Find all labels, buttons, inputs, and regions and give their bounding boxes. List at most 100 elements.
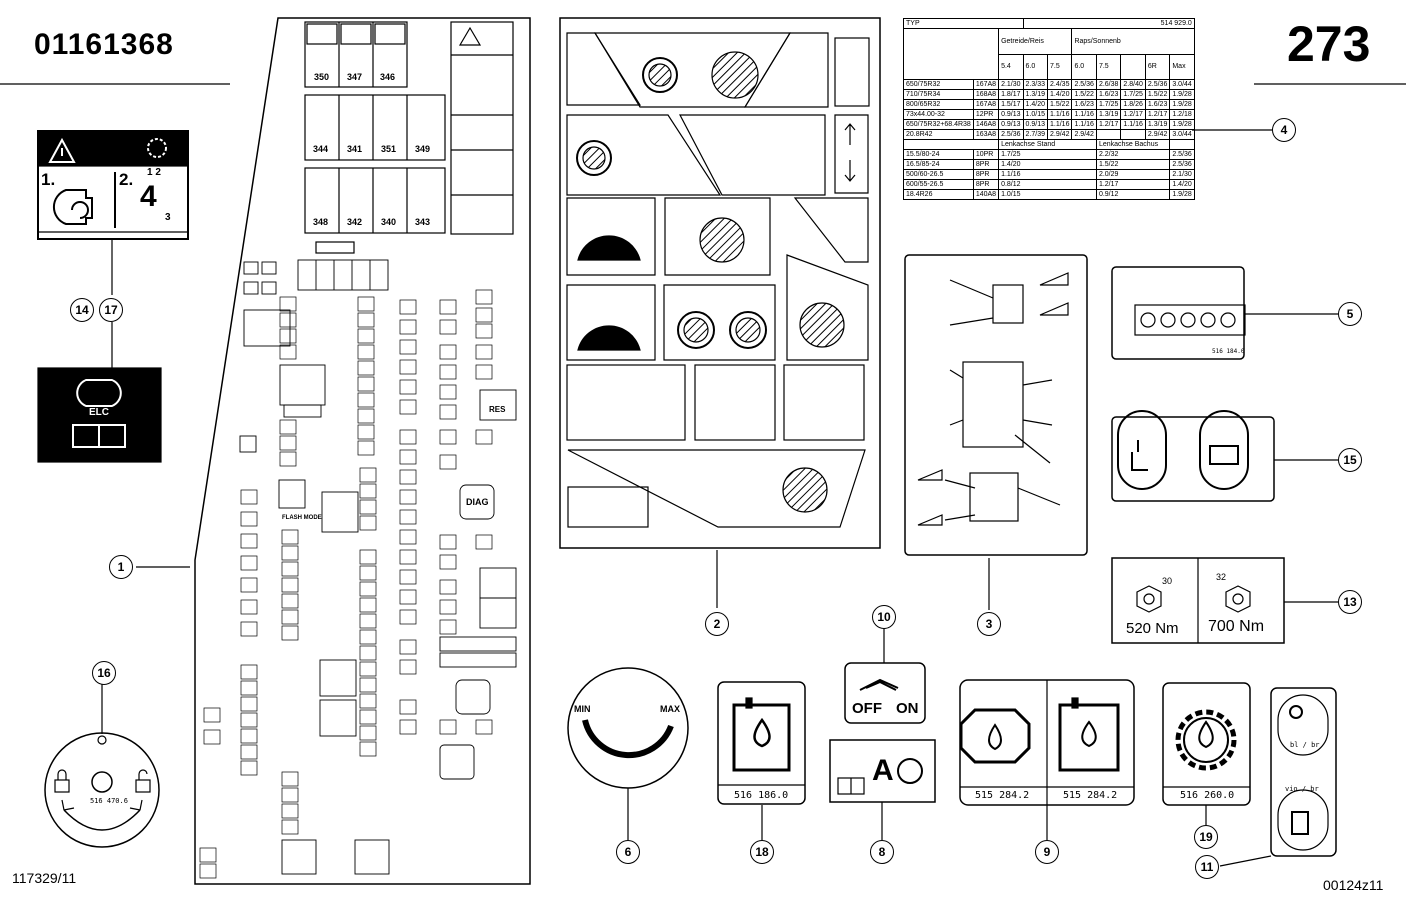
footer-right-code: 00124z11 <box>1323 877 1384 893</box>
auto-a-glyph: A <box>872 754 894 787</box>
cell: 1.7/25 <box>1095 99 1122 110</box>
tyre-subcol: 7.5 <box>1095 53 1122 80</box>
cell: 2.5/36 <box>1169 159 1195 170</box>
tyre-subcol: 5.4 <box>998 53 1024 80</box>
cell: 1.9/28 <box>1169 99 1195 110</box>
cell: 2.5/36 <box>1071 79 1097 90</box>
callout-14: 14 <box>70 298 94 322</box>
callout-16: 16 <box>92 661 116 685</box>
res-label: RES <box>489 405 506 414</box>
cell <box>1095 129 1122 140</box>
relay-346: 346 <box>380 72 396 82</box>
cell: 1.5/22 <box>1144 89 1171 100</box>
cell: 1.1/16 <box>1046 119 1073 130</box>
callout-2: 2 <box>705 612 729 636</box>
tyre-subcol <box>1120 53 1146 80</box>
cell: 2.3/33 <box>1022 79 1049 90</box>
cell: 1.5/22 <box>1046 99 1073 110</box>
cell: 1.0/15 <box>998 189 1097 200</box>
callout-19: 19 <box>1194 825 1218 849</box>
tyre-icon-cell <box>902 28 1000 80</box>
cell: 2.2/32 <box>1095 149 1171 160</box>
cell: 18.4R26 <box>903 189 974 200</box>
tyre-group-2: Raps/Sonnenb <box>1071 28 1195 55</box>
cell: 20.8R42 <box>903 129 974 140</box>
cell: 1.0/15 <box>1022 109 1049 120</box>
cell: 1.4/20 <box>1022 99 1049 110</box>
decal-9b-code: 515 284.2 <box>1063 790 1118 801</box>
relay-350: 350 <box>314 72 330 82</box>
angle-1: 30 <box>1162 576 1173 586</box>
flash-mode-label: FLASH MODE <box>282 515 322 521</box>
cell: 1.1/16 <box>998 169 1097 180</box>
cell: 1.7/25 <box>1120 89 1146 100</box>
tyre-subcol: 6R <box>1144 53 1171 80</box>
callout-11: 11 <box>1195 855 1219 879</box>
cell: 1.9/28 <box>1169 89 1195 100</box>
cell: 1.3/19 <box>1144 119 1171 130</box>
callout-3: 3 <box>977 612 1001 636</box>
cell: 2.5/36 <box>1144 79 1171 90</box>
cell: 1.6/23 <box>1071 99 1097 110</box>
cell <box>1120 129 1146 140</box>
cell: 3.0/44 <box>1169 79 1195 90</box>
callout-18: 18 <box>750 840 774 864</box>
relay-342: 342 <box>347 217 363 227</box>
callout-15: 15 <box>1338 448 1362 472</box>
cell: 0.9/13 <box>998 119 1024 130</box>
cell: 1.4/20 <box>1169 179 1195 190</box>
cell: 2.5/36 <box>998 129 1024 140</box>
tyre-pressure-table: TYP 514 929.0 Getreide/Reis Raps/Sonnenb… <box>902 18 1195 200</box>
tyre-table-code: 514 929.0 <box>1022 18 1195 29</box>
torque-520: 520 Nm <box>1126 620 1179 637</box>
cell: 167A8 <box>972 99 1000 110</box>
relay-341: 341 <box>347 144 363 154</box>
elc-label: ELC <box>89 407 109 418</box>
cell: 1.5/17 <box>998 99 1024 110</box>
switch-off: OFF <box>852 700 882 717</box>
cell: 16.5/85-24 <box>903 159 974 170</box>
cell: 1.6/23 <box>1095 89 1122 100</box>
rear-header-1: Lenkachse Stand <box>998 139 1097 150</box>
cell: 1.2/17 <box>1144 109 1171 120</box>
dial-max: MAX <box>660 704 680 714</box>
cell: 12PR <box>972 109 1000 120</box>
angle-2: 32 <box>1216 572 1227 582</box>
cell: 15.5/80-24 <box>903 149 974 160</box>
part-number: 01161368 <box>34 28 174 61</box>
cell: 1.2/17 <box>1095 179 1171 190</box>
tyre-group-1: Getreide/Reis <box>998 28 1073 55</box>
relay-340: 340 <box>381 217 397 227</box>
diag-label: DIAG <box>466 497 489 507</box>
relay-347: 347 <box>347 72 363 82</box>
cell: 168A8 <box>972 89 1000 100</box>
cell: 1.1/16 <box>1071 109 1097 120</box>
page-number: 273 <box>1287 16 1371 72</box>
cell: 1.4/20 <box>998 159 1097 170</box>
tyre-subcol: Max <box>1169 53 1195 80</box>
cell: 800/65R32 <box>903 99 974 110</box>
cell: 1.5/22 <box>1095 159 1171 170</box>
callout-10: 10 <box>872 605 896 629</box>
torque-700: 700 Nm <box>1208 618 1265 635</box>
cell: 0.9/13 <box>998 109 1024 120</box>
rear-header-2: Lenkachse Bachus <box>1095 139 1171 150</box>
dial-min: MIN <box>574 704 591 714</box>
warning-step-2: 2. <box>119 170 134 189</box>
decal-16-code: 516 470.6 <box>90 797 128 805</box>
cell: 1.4/20 <box>1046 89 1073 100</box>
cell: 2.6/38 <box>1095 79 1122 90</box>
gear-digits: 1 2 <box>147 167 161 178</box>
gear-four: 4 <box>140 180 157 213</box>
cell: 1.8/26 <box>1120 99 1146 110</box>
relay-349: 349 <box>415 144 431 154</box>
cell: 1.2/18 <box>1169 109 1195 120</box>
callout-8: 8 <box>870 840 894 864</box>
cell: 167A8 <box>972 79 1000 90</box>
